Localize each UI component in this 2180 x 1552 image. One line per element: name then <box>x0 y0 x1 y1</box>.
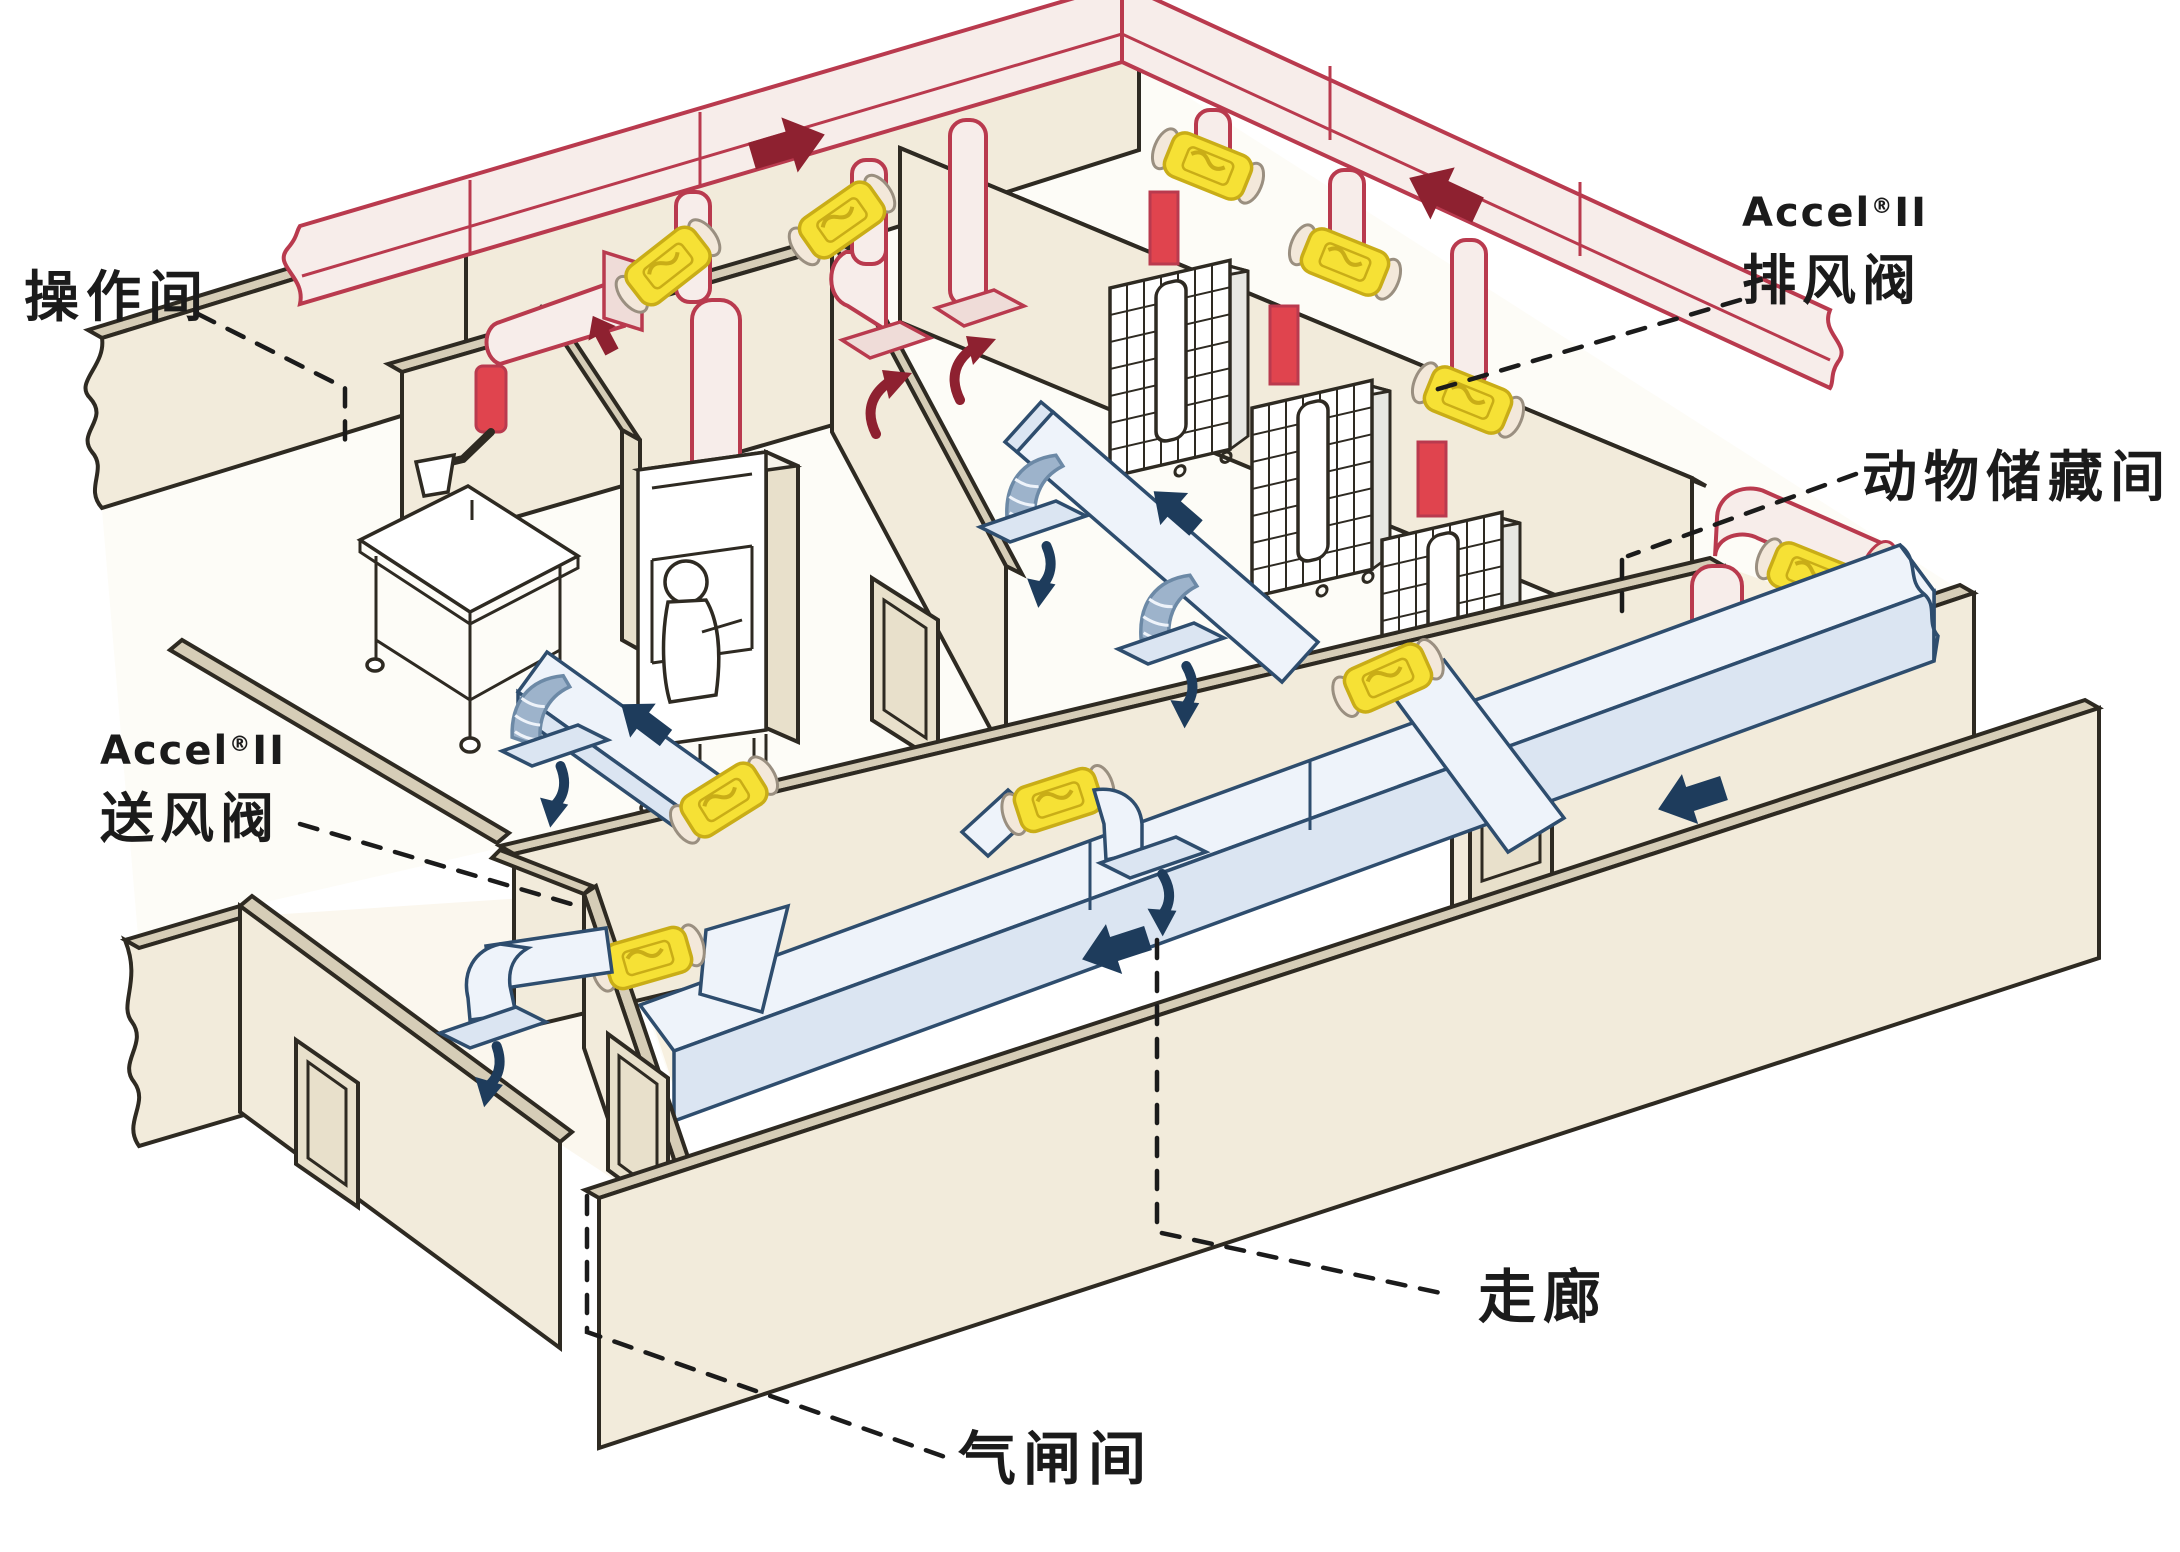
exhaust-valves-racks <box>1144 108 1532 445</box>
supply-branch-middle <box>959 758 1208 938</box>
leader-airlock <box>584 1193 951 1461</box>
operation-room-equipment <box>356 364 582 754</box>
ceiling-exhaust-flange-1 <box>837 320 935 360</box>
corridor-front-wall <box>580 697 2104 1451</box>
supply-branch-animal <box>978 399 1567 855</box>
ceiling-exhaust-flange-2 <box>931 288 1029 328</box>
label-supply-valve: Accel®II 送风阀 <box>100 728 286 850</box>
snorkel-arm <box>413 364 508 498</box>
supply-system <box>500 399 1940 1124</box>
supply-branch-oproom <box>500 649 787 852</box>
leader-corridor <box>1154 937 1453 1298</box>
exhaust-main-duct-right <box>1120 0 1844 391</box>
operator-head <box>663 559 709 605</box>
brand-accel-exhaust: Accel®II <box>1742 190 1928 236</box>
door-airlock-outer <box>294 1036 360 1211</box>
wall-airlock-left-face <box>120 911 256 1149</box>
wall-oproom-front-top <box>166 637 513 846</box>
exhaust-risers <box>1148 190 1448 518</box>
label-corridor: 走廊 <box>1478 1263 1609 1331</box>
exhaust-system <box>281 0 1844 445</box>
exhaust-branch-oproom <box>484 190 730 367</box>
rack1-exhaust-riser <box>1148 190 1180 266</box>
label-exhaust-valve: Accel®II 排风阀 <box>1742 190 1928 312</box>
leader-supply-valve <box>297 821 581 909</box>
operator-body <box>661 598 721 704</box>
leader-exhaust-valve <box>1425 297 1743 395</box>
exhaust-inlet-middle-2 <box>931 118 1029 328</box>
leader-animal-storage <box>1619 471 1859 617</box>
leader-operation-room <box>195 311 348 443</box>
label-leaders <box>195 297 1859 1461</box>
supply-branch-airlock <box>438 903 791 1111</box>
exhaust-main-duct-left <box>281 0 1124 307</box>
biosafety-cabinet <box>631 298 803 815</box>
wall-airlock-right-top1 <box>488 847 596 897</box>
exhaust-inlet-middle-1 <box>780 158 935 360</box>
label-airlock-room: 气闸间 <box>958 1425 1154 1493</box>
brand-accel-supply: Accel®II <box>100 728 286 774</box>
door-middle-room-panel <box>882 597 928 741</box>
label-operation-room: 操作间 <box>24 265 211 329</box>
corridor-supply-trunk <box>637 542 1940 1124</box>
label-animal-storage-room: 动物储藏间 <box>1862 445 2173 509</box>
rack3-exhaust-riser <box>1416 440 1448 518</box>
wall-airlock-front-face <box>238 902 562 1352</box>
snorkel-hood <box>413 452 457 498</box>
rack2-exhaust-riser <box>1268 304 1300 386</box>
wall-corridor-front-face <box>597 705 2101 1451</box>
trunk-cut-end <box>1898 543 1940 662</box>
wall-outer-left-face <box>83 223 468 511</box>
